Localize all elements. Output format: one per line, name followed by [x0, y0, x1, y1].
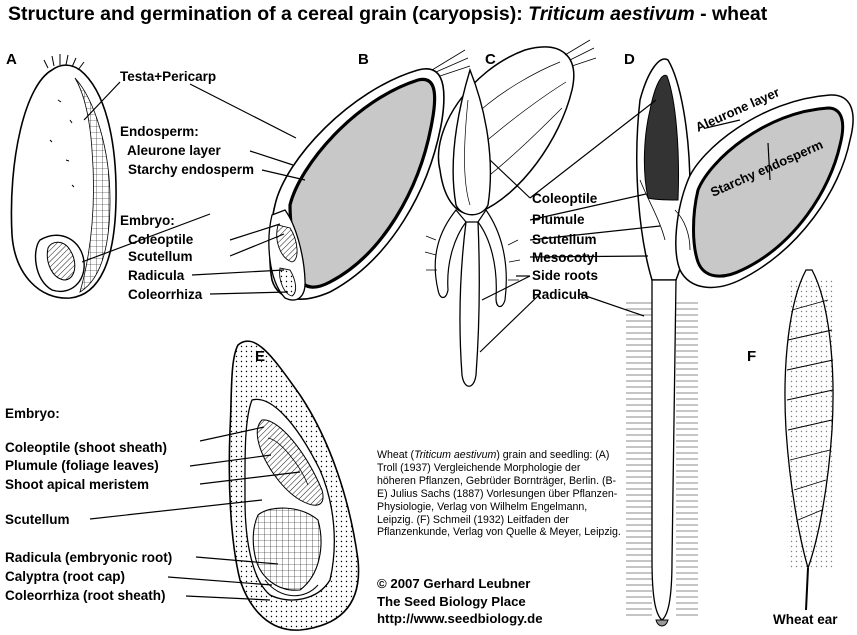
panel-letter-a: A: [6, 51, 17, 68]
grain-a-drawing: [10, 54, 117, 299]
label-c-radicula: Radicula: [532, 287, 589, 302]
label-c-mesocotyl: Mesocotyl: [532, 250, 599, 265]
label-e-scutellum: Scutellum: [5, 512, 70, 527]
seedling-d-drawing: [626, 58, 854, 627]
label-e-radicula: Radicula (embryonic root): [5, 550, 173, 565]
label-scutellum: Scutellum: [128, 249, 193, 264]
label-embryo-heading: Embryo:: [120, 213, 175, 228]
label-e-plumule: Plumule (foliage leaves): [5, 458, 159, 473]
label-e-coleoptile: Coleoptile (shoot sheath): [5, 440, 167, 455]
site-name: The Seed Biology Place: [377, 594, 526, 609]
copyright-line: © 2007 Gerhard Leubner: [377, 576, 531, 591]
label-testa-pericarp: Testa+Pericarp: [120, 69, 217, 84]
panel-letter-b: B: [358, 51, 369, 68]
label-coleorrhiza: Coleorrhiza: [128, 287, 203, 302]
label-e-coleorrhiza: Coleorrhiza (root sheath): [5, 588, 166, 603]
label-c-scutellum: Scutellum: [532, 232, 597, 247]
panel-letter-d: D: [624, 51, 635, 68]
site-url[interactable]: http://www.seedbiology.de: [377, 611, 543, 626]
label-e-calyptra: Calyptra (root cap): [5, 569, 126, 584]
label-e-meristem: Shoot apical meristem: [5, 477, 150, 492]
label-aleurone-layer: Aleurone layer: [127, 143, 221, 158]
figure-title: Structure and germination of a cereal gr…: [8, 3, 768, 25]
label-coleoptile: Coleoptile: [128, 232, 194, 247]
label-endosperm-heading: Endosperm:: [120, 124, 199, 139]
wheat-ear-f-drawing: [784, 269, 834, 611]
label-c-coleoptile: Coleoptile: [532, 191, 598, 206]
label-e-embryo-heading: Embryo:: [5, 406, 60, 421]
panel-letter-f: F: [747, 348, 757, 365]
label-wheat-ear: Wheat ear: [773, 612, 838, 627]
panel-letter-c: C: [485, 51, 496, 68]
label-starchy-endosperm: Starchy endosperm: [128, 162, 255, 177]
label-radicula: Radicula: [128, 268, 185, 283]
grain-c-drawing: [424, 39, 597, 387]
source-caption: Wheat (Triticum aestivum) grain and seed…: [377, 449, 621, 539]
panel-letter-e: E: [255, 348, 266, 365]
leader-lines: [81, 81, 771, 601]
embryo-e-drawing: [228, 340, 360, 631]
label-c-side-roots: Side roots: [532, 268, 599, 283]
label-c-plumule: Plumule: [532, 212, 585, 227]
